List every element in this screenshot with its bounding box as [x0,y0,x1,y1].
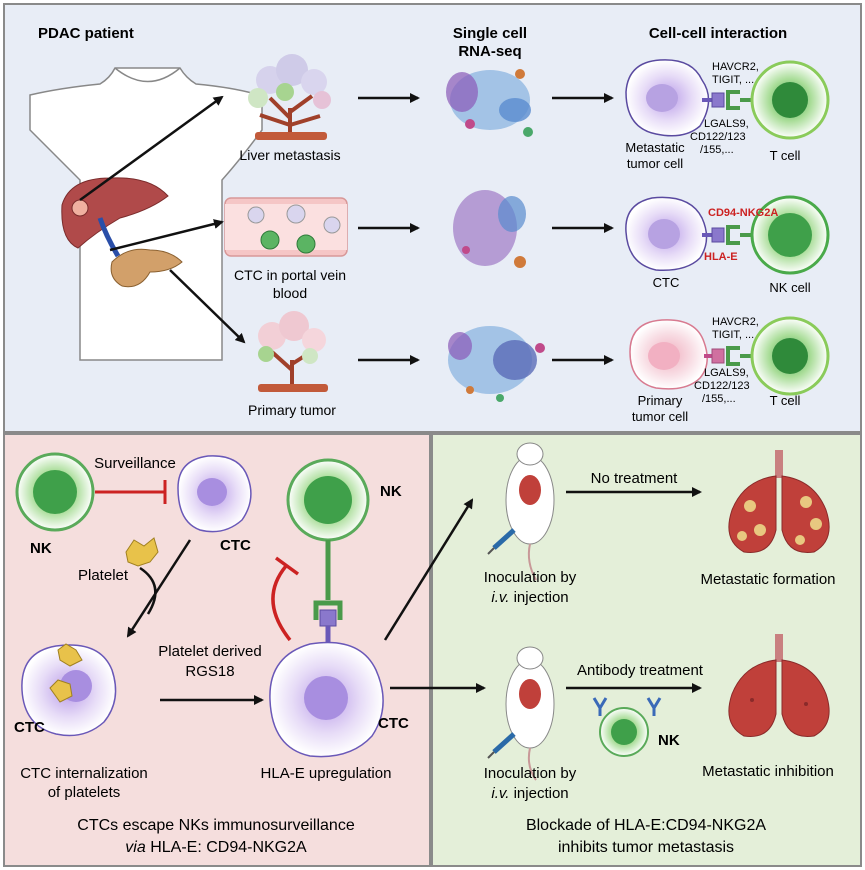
arrow-to-liver-met [79,95,224,202]
caption-hla: HLA-E upregulation [261,765,392,782]
ctc-hla-upregulated [269,641,384,758]
ctc-label-up: CTC [378,715,409,732]
row1-tumor-label-2: tumor cell [627,156,683,171]
inoculation1-line2: i.v. injection [491,589,568,606]
right-footer-line2: inhibits tumor metastasis [558,839,734,856]
antibody-treatment-label: Antibody treatment [577,662,704,679]
pancreas-icon [110,248,183,288]
left-footer-line1: CTCs escape NKs immunosurveillance [77,817,355,834]
met-inhibition-label: Metastatic inhibition [702,763,834,780]
row3-tumor-label-1: Primary [638,393,683,408]
lungs-metastatic-icon [728,450,830,554]
ctc-cell-top [177,455,252,533]
row3-ligand-bottom-3: /155,... [702,393,736,405]
platelet-icon [125,537,159,567]
row1-ligand-bottom-3: /155,... [700,144,734,156]
ctc-internalizing-platelets [21,643,117,737]
row3-site-label: Primary tumor [248,402,336,418]
nk-with-antibodies-icon [592,697,662,757]
inoculation2-line2: i.v. injection [491,785,568,802]
header-scrna-line2: RNA-seq [458,43,521,60]
tsne-plot-row1 [446,69,533,137]
caption-internal-1: CTC internalization [20,765,148,782]
arrow-to-untreated-mouse [383,498,474,641]
ctc-label-top: CTC [220,537,251,554]
row3-ligand-bottom-1: LGALS9, [704,367,749,379]
header-interaction: Cell-cell interaction [649,25,787,42]
patient-body-illustration [29,67,263,361]
inoculation1-line1: Inoculation by [484,569,577,586]
lungs-inhibited-icon [728,634,830,738]
nk-label-left: NK [30,540,52,557]
row1-ligand-bottom-1: LGALS9, [704,118,749,130]
primary-tumor-illustration [258,311,328,392]
row2-site-label-line2: blood [273,285,307,301]
right-footer-line1: Blockade of HLA-E:CD94-NKG2A [526,817,766,834]
mouse-untreated-icon [487,442,555,581]
row3-tumor-label-2: tumor cell [632,409,688,424]
row3-ligand-bottom-2: CD122/123 [694,380,750,392]
row1-tumor-label-1: Metastatic [625,140,685,155]
row3-ligand-top-2: TIGIT, ... [712,329,754,341]
row1-immune-label: T cell [770,148,801,163]
arrow-ctc-to-internalization [126,539,192,638]
nk-cell-inhibited [286,458,370,642]
row3-ligand-top-1: HAVCR2, [712,316,759,328]
row1-ligand-top-1: HAVCR2, [712,61,759,73]
inoculation2-rest: injection [509,785,568,802]
platelet-curve [139,566,157,615]
left-footer-via: via [125,839,146,856]
rgs18-label: RGS18 [185,663,234,680]
platelet-derived-label: Platelet derived [158,643,261,660]
row2-receptor-label: CD94-NKG2A [708,207,778,219]
row1-ligand-bottom-2: CD122/123 [690,131,746,143]
header-patient: PDAC patient [38,25,134,42]
ctc-label-internal: CTC [14,719,45,736]
caption-internal-2: of platelets [48,784,121,801]
interaction-row3 [629,316,830,396]
arrow-to-primary [169,269,246,344]
row1-site-label: Liver metastasis [239,147,340,163]
tsne-plot-row2 [453,190,526,268]
interaction-row1 [625,59,830,140]
mouse-treated-icon [487,646,555,781]
surveillance-label: Surveillance [94,455,176,472]
inoculation2-line1: Inoculation by [484,765,577,782]
row2-tumor-label: CTC [653,275,680,290]
left-footer-rest: HLA-E: CD94-NKG2A [146,839,307,856]
inoculation1-rest: injection [509,589,568,606]
liver-metastasis-illustration [248,54,331,140]
met-formation-label: Metastatic formation [700,571,835,588]
tsne-plot-row3 [448,326,545,402]
nk-label-right-panel: NK [658,732,680,749]
left-footer-line2: via HLA-E: CD94-NKG2A [125,839,307,856]
no-treatment-label: No treatment [591,470,679,487]
nk-inhibition-arc [271,564,292,642]
interaction-row2 [625,195,830,275]
row3-immune-label: T cell [770,393,801,408]
inoculation2-iv: i.v. [491,785,509,802]
nk-label-right: NK [380,483,402,500]
header-scrna-line1: Single cell [453,25,527,42]
nk-cell-surveillance [15,452,95,532]
arrow-to-ctc [109,219,224,252]
platelet-label: Platelet [78,567,129,584]
row2-ligand-label: HLA-E [704,251,738,263]
portal-vein-illustration [224,197,348,257]
inoculation1-iv: i.v. [491,589,509,606]
row2-site-label-line1: CTC in portal vein [234,267,346,283]
row2-immune-label: NK cell [769,280,810,295]
row1-ligand-top-2: TIGIT, ... [712,74,754,86]
